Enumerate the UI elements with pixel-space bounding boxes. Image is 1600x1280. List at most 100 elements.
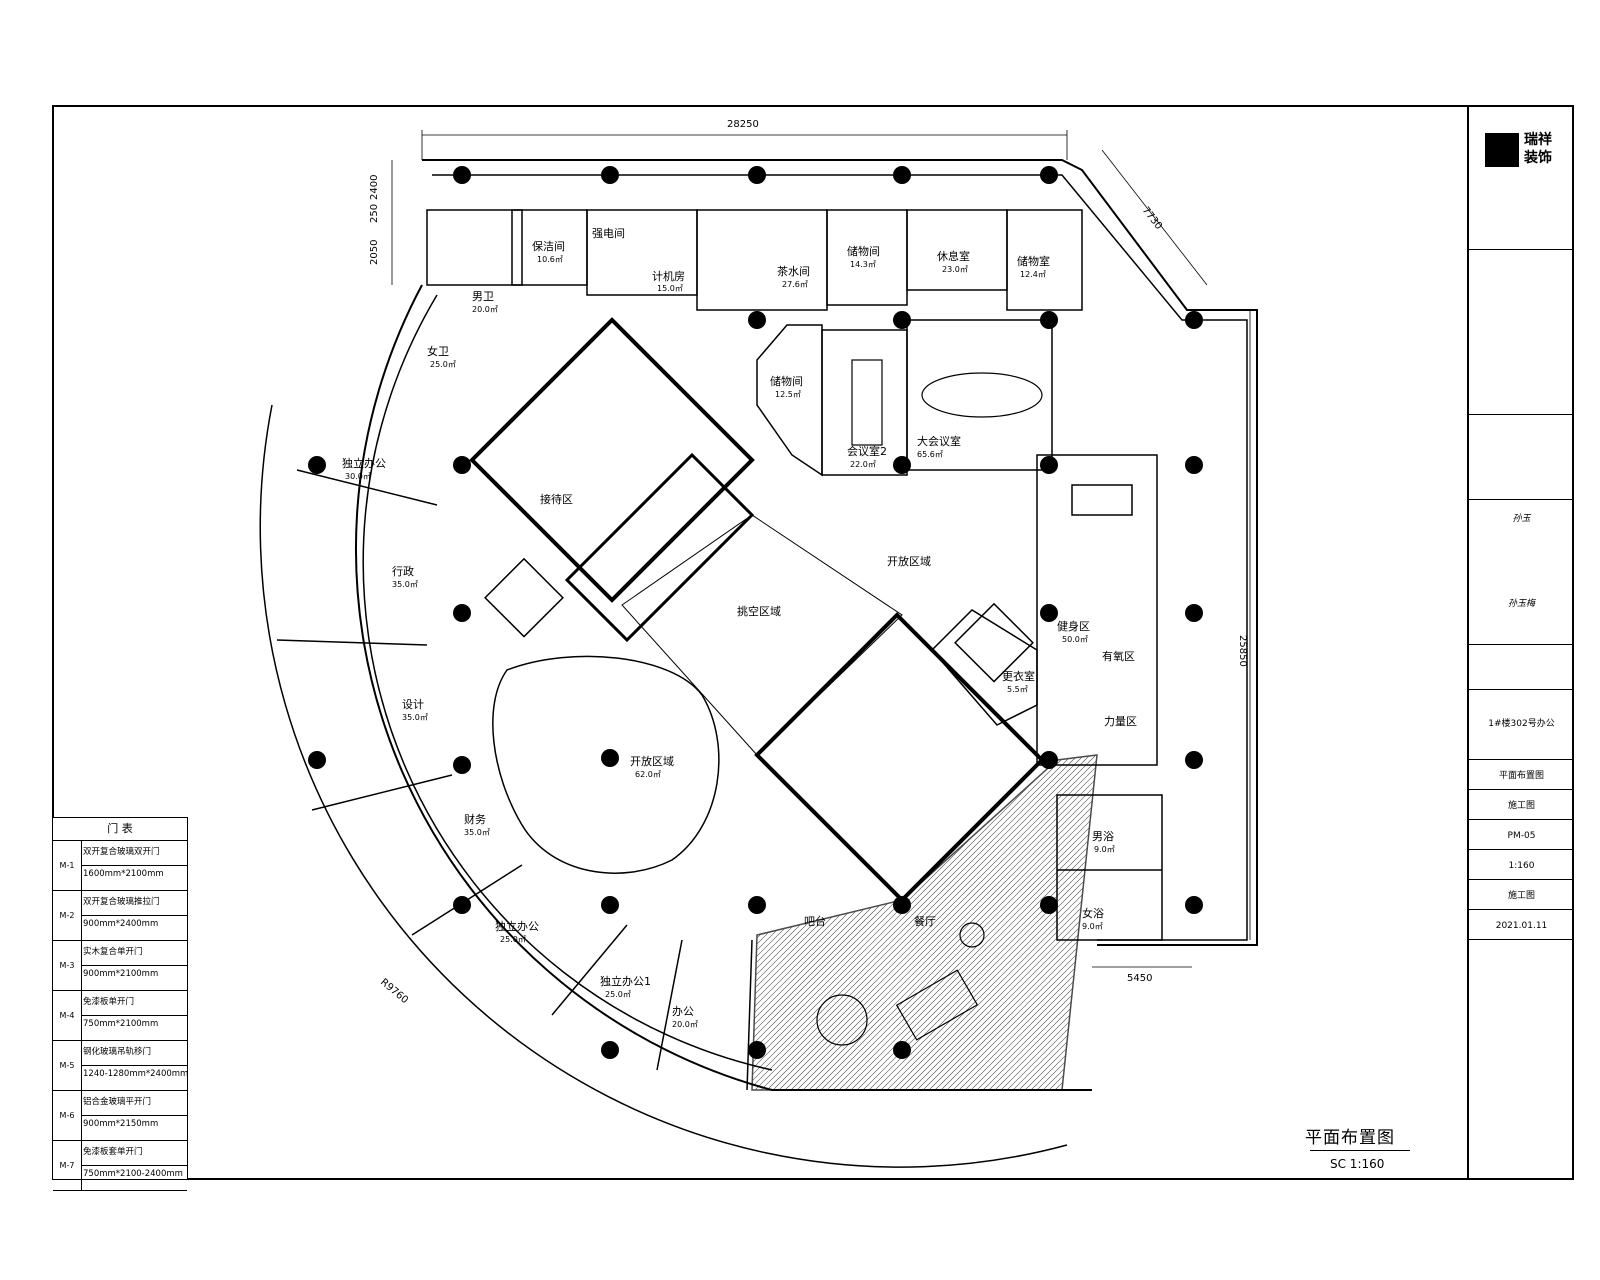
door-row-divider — [81, 915, 187, 916]
tb-revisions-cell — [1469, 940, 1574, 1180]
hatch-line — [752, 755, 1051, 1090]
room-big-meeting-area: 65.6㎡ — [917, 450, 943, 459]
hatch-line — [752, 755, 1097, 1090]
gym-area — [1036, 454, 1158, 766]
room-office-private-1: 独立办公1 — [600, 974, 651, 988]
hatch-line — [752, 755, 1075, 1090]
dining-hatch — [751, 705, 1467, 1105]
tb-notes-cell — [1469, 250, 1574, 415]
door-type: 免漆板单开门 — [83, 997, 135, 1007]
hatch-line — [1172, 705, 1467, 1105]
room-water: 茶水间 — [777, 265, 810, 278]
hatch-line — [752, 755, 1015, 1090]
changing-room — [930, 609, 1038, 726]
hatch-line — [752, 755, 1097, 1090]
floor-plan: 28250 7730 25850 5450 2400 250 2050 R976… — [52, 105, 1467, 1180]
hatch-line — [752, 755, 1097, 1090]
hatch-line — [752, 755, 931, 1090]
room-office-private-2-area: 25.0㎡ — [500, 935, 526, 944]
door-size: 1240-1280mm*2400mm — [83, 1069, 189, 1079]
room-wc-m2: 男浴 — [1092, 830, 1114, 843]
hatch-line — [1124, 705, 1467, 1105]
door-code: M-2 — [53, 891, 82, 940]
hatch-line — [752, 755, 1087, 1090]
door-type: 免漆板套单开门 — [83, 1147, 143, 1157]
room-changing: 更衣室 — [1002, 669, 1035, 683]
dim-radius: R9760 — [378, 977, 410, 1006]
big-meeting-table — [921, 372, 1043, 418]
door-row-divider — [81, 965, 187, 966]
hatch-line — [752, 755, 1069, 1090]
title-block-scale: 1:160 — [1508, 861, 1535, 871]
hatch-line — [752, 755, 769, 1090]
room-wc-m2-area: 9.0㎡ — [1094, 845, 1115, 854]
hatch-line — [967, 755, 1097, 1090]
hatch-line — [1130, 705, 1467, 1105]
room-big-meeting: 大会议室 — [917, 434, 961, 448]
room-wc-male: 男卫 — [472, 290, 494, 303]
drawing-sheet-frame — [52, 105, 1574, 1180]
design-stage-label: 施工图 — [1507, 801, 1535, 811]
drawing-date: 2021.01.11 — [1495, 921, 1548, 931]
hatch-line — [919, 755, 1097, 1090]
room-office-private-area: 30.0㎡ — [345, 472, 371, 481]
meeting-2-table — [851, 359, 883, 446]
hatch-line — [1118, 705, 1467, 1105]
room-wc-f2: 女浴 — [1082, 906, 1104, 920]
hatch-line — [752, 755, 781, 1090]
dim-diag-line — [1101, 149, 1208, 286]
designer-signature: 孙玉 — [1512, 514, 1531, 524]
room-gym: 健身区 — [1057, 619, 1090, 633]
hatch-line — [835, 755, 1097, 1090]
project-name: 1#楼302号办公 — [1488, 719, 1555, 729]
company-name-1: 瑞祥 — [1524, 132, 1552, 148]
room-wc-male-area: 20.0㎡ — [472, 305, 498, 314]
tb-stage-top-cell: 施工图 — [1469, 790, 1574, 820]
hatch-line — [752, 755, 919, 1090]
hatch-line — [787, 755, 1097, 1090]
door-type: 双开复合玻璃推拉门 — [83, 897, 160, 907]
room-wc-f2-area: 9.0㎡ — [1082, 922, 1103, 931]
door-size: 1600mm*2100mm — [83, 869, 164, 879]
hatch-line — [799, 755, 1097, 1090]
dim-bottom-right-text: 5450 — [1127, 973, 1152, 984]
dim-left-c: 2050 — [369, 240, 380, 265]
partition-6 — [656, 939, 683, 1071]
hatch-line — [985, 755, 1097, 1090]
room-meeting-2-area: 22.0㎡ — [850, 460, 876, 469]
hatch-line — [752, 755, 1097, 1090]
hatch-line — [752, 755, 1097, 1090]
hatch-line — [913, 755, 1097, 1090]
room-admin: 行政 — [392, 564, 414, 578]
room-wc-female: 女卫 — [427, 344, 449, 358]
room-lounge-area: 23.0㎡ — [942, 265, 968, 274]
hatch-line — [1184, 705, 1467, 1105]
door-row-divider — [81, 1165, 187, 1166]
room-meeting-2: 会议室2 — [847, 444, 887, 458]
hatch-line — [1196, 705, 1467, 1105]
hatch-line — [817, 755, 1097, 1090]
hatch-line — [752, 755, 1057, 1090]
room-water-area: 27.6㎡ — [782, 280, 808, 289]
partition-7 — [746, 939, 753, 1091]
room-storage-3-area: 12.5㎡ — [775, 390, 801, 399]
hatch-line — [955, 755, 1097, 1090]
tb-project-cell: 1#楼302号办公 — [1469, 690, 1574, 760]
company-name: 瑞祥 装饰 — [1524, 131, 1552, 167]
curved-outer-wall — [354, 284, 1092, 1091]
tb-stamp-cell — [1469, 415, 1574, 500]
outer-wall — [422, 159, 1258, 946]
room-design: 设计 — [402, 698, 424, 711]
hatch-line — [925, 755, 1097, 1090]
gym-equipment — [1071, 484, 1133, 516]
room-storage-3: 储物间 — [770, 374, 803, 388]
tb-review-cell — [1469, 645, 1574, 690]
room-office-private-2: 独立办公 — [495, 919, 539, 933]
curved-inner-wall-1 — [362, 294, 773, 1071]
drawing-number: PM-05 — [1507, 831, 1536, 841]
hatch-line — [931, 755, 1097, 1090]
